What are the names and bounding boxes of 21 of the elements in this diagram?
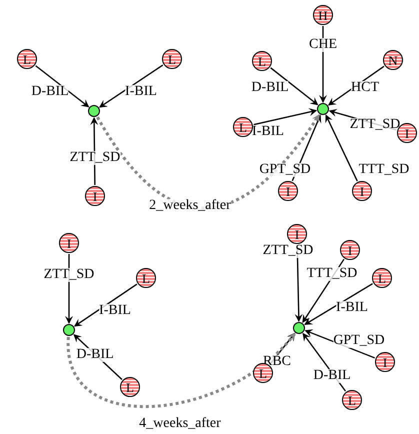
arrow <box>99 64 164 108</box>
arrow <box>254 108 318 126</box>
edge-label: GPT_SD <box>333 334 385 348</box>
arrow <box>66 332 296 408</box>
edge-label: ZTT_SD <box>44 268 94 282</box>
edge-label: 4_weeks_after <box>139 417 221 431</box>
edge-label: ZTT_SD <box>350 118 400 132</box>
arrow <box>270 67 318 106</box>
edge-label: TTT_SD <box>306 267 358 281</box>
edge-label: ZTT_SD <box>262 244 314 258</box>
arrow <box>304 283 373 325</box>
edge-label: D-BIL <box>313 369 351 383</box>
edge-label: GPT_SD <box>259 163 311 177</box>
arrow <box>35 65 90 108</box>
edge-label: 2_weeks_after <box>149 199 231 213</box>
edge-label: CHE <box>309 38 337 52</box>
edge-label: TTT_SD <box>358 163 410 177</box>
edge-label: D-BIL <box>76 348 114 362</box>
edge-label: ZTT_SD <box>70 151 120 165</box>
arrow <box>325 114 358 182</box>
arrow <box>74 284 138 327</box>
